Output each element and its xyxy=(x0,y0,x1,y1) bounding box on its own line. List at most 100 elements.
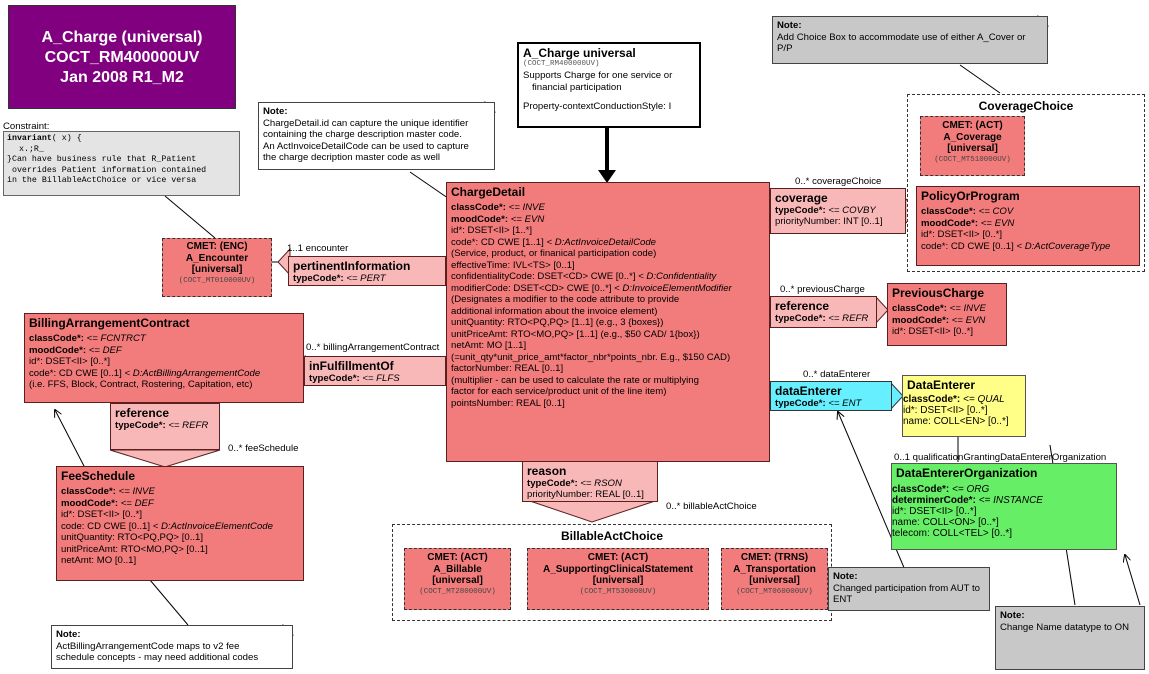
coverage-priority: priorityNumber: INT [0..1] xyxy=(775,216,883,227)
note-on-head: Note: xyxy=(1000,610,1025,621)
fulfillment-typecode-value: <= FLFS xyxy=(362,373,400,384)
encounter-multiplicity: 1..1 encounter xyxy=(287,243,349,254)
cmet-clinical-l1: CMET: (ACT) xyxy=(587,552,649,563)
note-on-text: Change Name datatype to ON xyxy=(1000,621,1130,633)
cmet-clinical-statement: CMET: (ACT) A_SupportingClinicalStatemen… xyxy=(527,548,709,610)
fee-schedule-attribute: id*: DSET<II> [0..*] xyxy=(61,509,143,520)
charge-detail-attribute: classCode*: <= INVE xyxy=(451,202,545,213)
cmet-encounter: CMET: (ENC) A_Encounter [universal] (COC… xyxy=(162,238,272,297)
fulfillment-typecode-label: typeCode*: xyxy=(309,373,363,384)
billing-attribute: code*: CD CWE [0..1] < D:ActBillingArran… xyxy=(29,367,261,379)
charge-detail-attribute: moodCode*: <= EVN xyxy=(451,213,545,225)
billing-attribute: moodCode*: <= DEF xyxy=(29,344,122,356)
billing-attribute: id*: DSET<II> [0..*] xyxy=(29,356,111,367)
fee-schedule-attribute: unitPriceAmt: RTO<MO,PQ> [0..1] xyxy=(61,543,208,555)
cmet-transport-l1: CMET: (TRNS) xyxy=(740,552,809,563)
charge-detail-attribute: pointsNumber: REAL [0..1] xyxy=(451,397,565,409)
charge-detail-attribute: modifierCode: DSET<CD> CWE [0..*] < D:In… xyxy=(451,282,732,294)
note-cd-line: ChargeDetail.id can capture the unique i… xyxy=(263,117,469,129)
note-fee-l1: ActBillingArrangementCode maps to v2 fee xyxy=(56,640,240,652)
note-cd-line: the charge decription master code as wel… xyxy=(263,152,441,163)
title-line-2: COCT_RM400000UV xyxy=(44,49,200,66)
org-multiplicity: 0..1 qualificationGrantingDataEntererOrg… xyxy=(894,452,1107,463)
previous-charge-title: PreviousCharge xyxy=(892,286,985,300)
policy-attribute: moodCode*: <= EVN xyxy=(921,217,1015,229)
title-line-3: Jan 2008 R1_M2 xyxy=(60,69,184,86)
data-enterer-organization-class: DataEntererOrganization classCode*: <= O… xyxy=(891,463,1117,550)
charge-detail-attribute: additional information about the invoice… xyxy=(451,305,658,317)
coverage-typecode-label: typeCode*: xyxy=(775,205,829,216)
constraint-l3: }Can have business rule that R_Patient xyxy=(7,155,197,164)
constraint-l5: in the BillableActChoice or vice versa xyxy=(7,176,197,185)
pertinent-link-title: pertinentInformation xyxy=(293,259,411,273)
note-ent-text: Changed participation from AUT to ENT xyxy=(833,582,981,606)
note-on-box: Note: Change Name datatype to ON xyxy=(995,606,1145,670)
coverage-choice-title: CoverageChoice xyxy=(978,99,1074,113)
data-org-attribute: classCode*: <= ORG xyxy=(892,484,990,495)
previous-multiplicity: 0..* previousCharge xyxy=(780,284,865,295)
billing-attribute: (i.e. FFS, Block, Contract, Rostering, C… xyxy=(29,379,253,390)
previous-charge-attribute: id*: DSET<II> [0..*] xyxy=(892,326,974,337)
entry-style: Property-contextConductionStyle: I xyxy=(523,101,672,112)
cmet-billable-l2: A_Billable xyxy=(433,563,482,575)
note-chargedetail-box: Note: ChargeDetail.id can capture the un… xyxy=(258,102,495,170)
charge-detail-attribute: confidentialityCode: DSET<CD> CWE [0..*]… xyxy=(451,271,717,282)
in-fulfillment-of-link: inFulfillmentOf typeCode*: <= FLFS xyxy=(304,356,446,386)
note-cd-head: Note: xyxy=(263,106,288,117)
note-choice-text: Add Choice Box to accommodate use of eit… xyxy=(777,31,1026,55)
cmet-coverage: CMET: (ACT) A_Coverage [universal] (COCT… xyxy=(920,116,1025,176)
reason-multiplicity: 0..* billableActChoice xyxy=(666,501,757,512)
fee-reference-title: reference xyxy=(115,406,170,420)
cmet-encounter-l2: A_Encounter xyxy=(185,252,249,264)
cmet-coverage-l3: [universal] xyxy=(947,143,998,154)
charge-detail-attribute: (=unit_qty*unit_price_amt*factor_nbr*poi… xyxy=(451,351,731,363)
entry-title: A_Charge universal xyxy=(523,46,636,60)
previous-charge-attribute: classCode*: <= INVE xyxy=(892,303,986,314)
data-enterer-attribute: id*: DSET<II> [0..*] xyxy=(903,405,988,416)
entry-point-box: A_Charge universal (COCT_RM400000UV) Sup… xyxy=(517,42,701,128)
note-choice-head: Note: xyxy=(777,20,802,31)
policy-title: PolicyOrProgram xyxy=(921,189,1020,203)
billing-attribute: classCode*: <= FCNTRCT xyxy=(29,333,146,344)
fee-schedule-attribute: unitQuantity: RTO<PQ,PQ> [0..1] xyxy=(61,532,204,543)
reason-link-title: reason xyxy=(527,464,567,478)
note-fee-head: Note: xyxy=(56,629,81,640)
entry-code: (COCT_RM400000UV) xyxy=(523,60,600,68)
data-enterer-typecode-value: <= ENT xyxy=(828,398,862,409)
data-enterer-title: DataEnterer xyxy=(907,378,976,392)
cmet-transport-l2: A_Transportation xyxy=(733,563,816,575)
charge-detail-attribute: code*: CD CWE [1..1] < D:ActInvoiceDetai… xyxy=(451,236,657,248)
entry-desc-1: Supports Charge for one service or xyxy=(523,70,673,81)
charge-detail-attribute: factor for each service/product unit of … xyxy=(451,386,667,397)
fee-schedule-attribute: netAmt: MO [0..1] xyxy=(61,555,137,566)
cmet-billable-l1: CMET: (ACT) xyxy=(427,552,488,563)
note-fee-box: Note: ActBillingArrangementCode maps to … xyxy=(51,625,293,669)
charge-detail-attribute: unitQuantity: RTO<PQ,PQ> [1..1] (e.g., 3… xyxy=(451,317,664,328)
cmet-billable-l4: (COCT_MT280000UV) xyxy=(419,587,496,596)
data-enterer-attribute: classCode*: <= QUAL xyxy=(903,394,1005,405)
charge-detail-attribute: unitPriceAmt: RTO<MO,PQ> [1..1] (e.g., $… xyxy=(451,328,700,340)
cmet-clinical-l4: (COCT_MT530000UV) xyxy=(579,587,657,596)
data-org-attribute: determinerCode*: <= INSTANCE xyxy=(892,495,1043,506)
billing-arrangement-class: BillingArrangementContract classCode*: <… xyxy=(24,313,304,403)
charge-detail-title: ChargeDetail xyxy=(451,185,526,199)
note-ent-head: Note: xyxy=(833,571,858,582)
charge-detail-attribute: (Service, product, or finanical particip… xyxy=(451,248,657,259)
fee-schedule-attribute: code: CD CWE [0..1] < D:ActInvoiceElemen… xyxy=(61,520,273,532)
billing-title: BillingArrangementContract xyxy=(29,316,190,330)
constraint-label: Constraint: xyxy=(3,121,50,132)
reason-typecode-value: <= RSON xyxy=(580,478,622,489)
charge-detail-attribute: netAmt: MO [1..1] xyxy=(451,340,527,351)
reference-link-title: reference xyxy=(775,299,830,313)
cmet-encounter-l3: [universal] xyxy=(191,264,243,275)
cmet-clinical-l3: [universal] xyxy=(592,575,644,586)
data-enterer-link-title: dataEnterer xyxy=(775,384,842,398)
charge-detail-attribute: effectiveTime: IVL<TS> [0..1] xyxy=(451,259,575,271)
cmet-billable-l3: [universal] xyxy=(432,575,483,586)
note-choice-box: Note: Add Choice Box to accommodate use … xyxy=(772,16,1048,64)
